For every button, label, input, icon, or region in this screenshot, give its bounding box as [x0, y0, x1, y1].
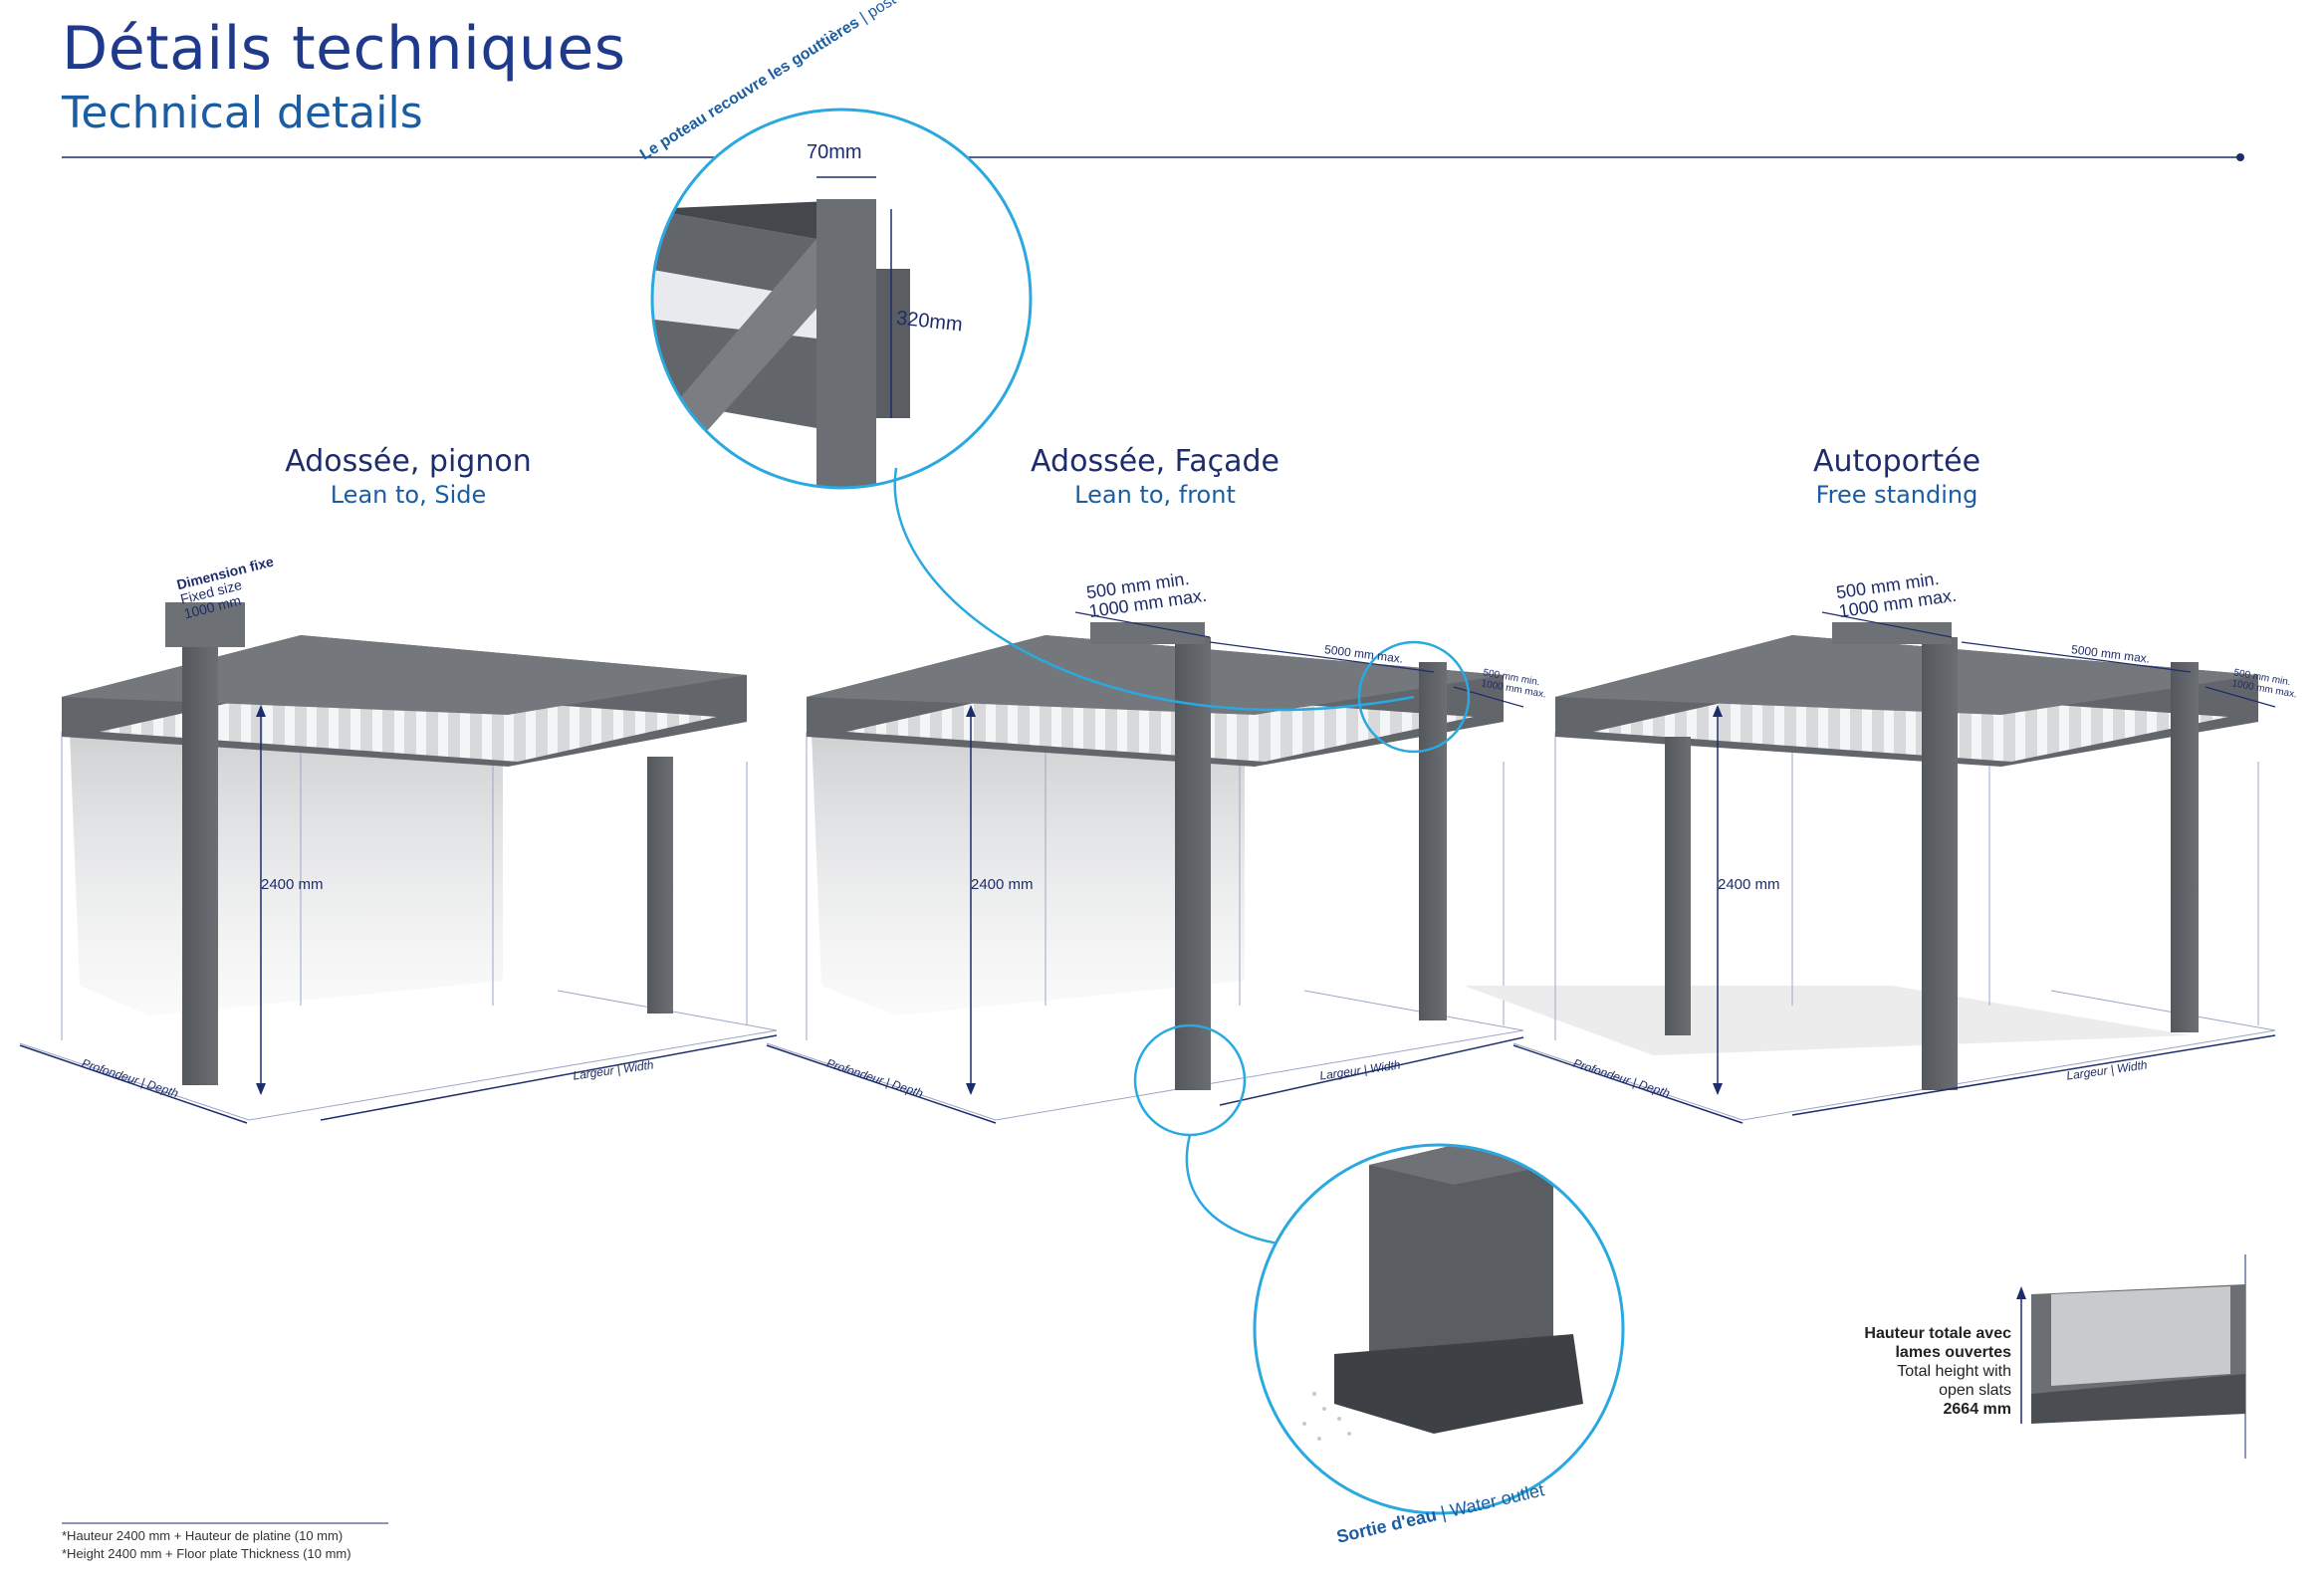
wall-post-top	[165, 602, 245, 647]
post-front	[1175, 637, 1211, 1090]
post-back	[647, 757, 673, 1014]
post-left	[1665, 737, 1691, 1035]
slat-profile-detail	[2016, 1254, 2246, 1459]
outlet-detail	[1133, 1023, 1625, 1515]
caption-fr: Autoportée	[1812, 444, 1981, 479]
height-label-3: 2400 mm	[1718, 876, 1780, 893]
total-height-value: 2664 mm	[1943, 1401, 2012, 1418]
total-height-line3: Total height with	[1897, 1363, 2011, 1380]
pergola-lean-to-front	[766, 611, 1524, 1124]
post-width-label: 70mm	[807, 141, 862, 163]
total-height-note: Hauteur totale avec lames ouvertes Total…	[1822, 1324, 2011, 1419]
header-rule-dot	[2236, 153, 2244, 161]
caption-fr: Adossée, pignon	[285, 444, 532, 479]
caption-en: Lean to, Side	[330, 481, 487, 509]
caption-fr: Adossée, Façade	[1031, 444, 1279, 479]
height-label-2: 2400 mm	[971, 876, 1034, 893]
page-title: Détails techniques	[62, 14, 626, 84]
roof-slats	[100, 687, 717, 762]
wall-shadow	[70, 732, 503, 1015]
page-subtitle: Technical details	[62, 88, 423, 138]
caption-lean-to-side: Adossée, pignon Lean to, Side	[189, 444, 627, 509]
footnote: *Hauteur 2400 mm + Hauteur de platine (1…	[62, 1527, 351, 1563]
pergola-free-standing	[1464, 611, 2276, 1124]
pergola-lean-to-side	[19, 602, 778, 1124]
post-back	[1419, 662, 1447, 1020]
total-height-line4: open slats	[1939, 1382, 2011, 1399]
total-height-line2: lames ouvertes	[1895, 1344, 2011, 1361]
footnote-fr: *Hauteur 2400 mm + Hauteur de platine (1…	[62, 1528, 344, 1543]
post-front	[182, 637, 218, 1085]
footnote-en: *Height 2400 mm + Floor plate Thickness …	[62, 1546, 351, 1561]
total-height-line1: Hauteur totale avec	[1864, 1325, 2011, 1342]
caption-en: Free standing	[1815, 481, 1978, 509]
caption-en: Lean to, front	[1074, 481, 1236, 509]
height-label-1: 2400 mm	[261, 876, 324, 893]
post-right	[2171, 662, 2199, 1032]
post-front	[1922, 637, 1958, 1090]
caption-free-standing: Autoportée Free standing	[1678, 444, 2116, 509]
caption-lean-to-front: Adossée, Façade Lean to, front	[936, 444, 1374, 509]
